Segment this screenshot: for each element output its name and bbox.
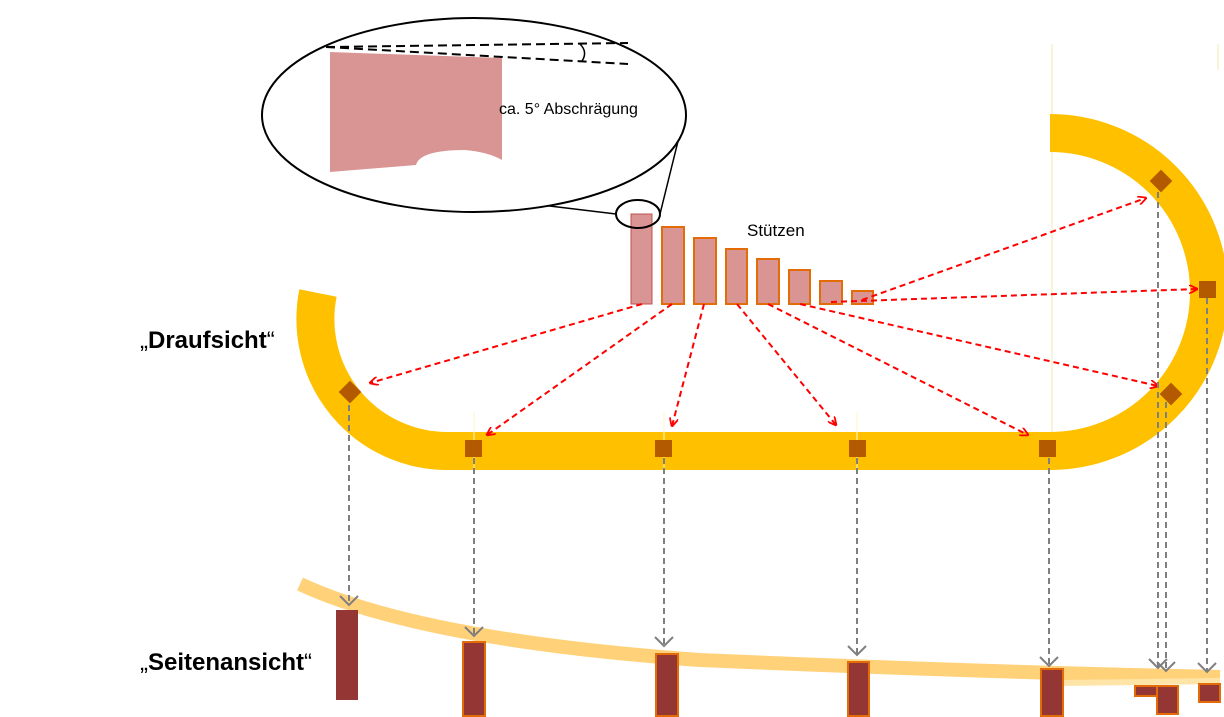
red-arrow — [799, 303, 1158, 386]
support-point — [1159, 382, 1183, 406]
column-bar — [661, 226, 685, 305]
support-point — [1039, 440, 1056, 457]
detail-callout — [261, 17, 687, 229]
top-view-label: „Draufsicht“ — [140, 327, 275, 355]
top-track-right-arc — [1049, 114, 1224, 470]
support-point — [655, 440, 672, 457]
column-bar — [725, 248, 748, 305]
pier — [1134, 685, 1158, 697]
guide-lines — [1051, 44, 1219, 440]
red-arrow — [487, 303, 673, 435]
pier — [655, 653, 679, 717]
bevel-angle-lines — [325, 42, 629, 65]
magnified-column — [330, 52, 502, 172]
pier — [336, 610, 358, 700]
red-arrow — [736, 303, 836, 425]
side-view-label: „Seitenansicht“ — [140, 649, 312, 677]
side-view-name: Seitenansicht — [148, 649, 305, 676]
red-arrow — [767, 303, 1028, 435]
support-point — [1199, 281, 1216, 298]
column-bar — [788, 269, 811, 305]
assignment-arrows — [370, 198, 1197, 435]
pier — [1156, 685, 1179, 715]
pier — [1198, 683, 1221, 703]
red-arrow — [861, 198, 1146, 301]
support-point — [849, 440, 866, 457]
top-view-supports — [338, 169, 1216, 457]
support-point — [465, 440, 482, 457]
top-view-name: Draufsicht — [148, 327, 267, 354]
pier — [1040, 668, 1064, 717]
column-bar — [851, 290, 874, 305]
side-view-quote-close: “ — [304, 649, 313, 676]
callout-small-ellipse — [615, 199, 661, 229]
side-view-piers — [336, 610, 1221, 717]
columns-label: Stützen — [747, 221, 805, 240]
red-arrow — [830, 289, 1197, 303]
column-bar — [693, 237, 717, 305]
side-view-quote-open: „ — [140, 649, 148, 676]
side-view-track-lower — [1059, 678, 1221, 686]
pier — [847, 661, 870, 717]
column-bars — [630, 213, 874, 305]
red-arrow — [672, 303, 705, 426]
bevel-angle-arc — [579, 43, 586, 62]
red-arrow — [370, 303, 643, 383]
projection-arrows — [339, 192, 1217, 674]
top-track-left-arc — [296, 289, 451, 471]
column-bar — [756, 258, 780, 305]
top-view-quote-close: “ — [266, 327, 275, 354]
pier — [462, 641, 486, 717]
column-bar — [819, 280, 843, 305]
side-view-track — [297, 577, 1221, 684]
support-point — [338, 380, 362, 404]
bevel-label: ca. 5° Abschrägung — [499, 101, 638, 118]
top-view-quote-open: „ — [140, 327, 148, 354]
